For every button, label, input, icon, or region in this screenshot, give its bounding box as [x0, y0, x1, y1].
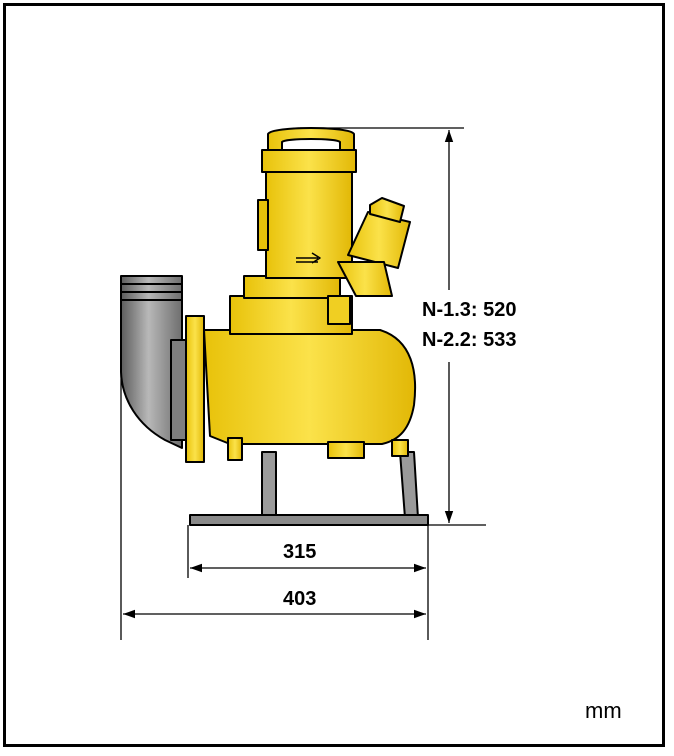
- width-label-403: 403: [283, 588, 316, 610]
- pump-flange: [185, 315, 205, 463]
- width-label-315: 315: [283, 541, 316, 563]
- height-label-n13: N-1.3: 520: [422, 299, 517, 321]
- height-label-n22: N-2.2: 533: [422, 329, 517, 351]
- pump-body: [203, 127, 417, 461]
- pump-illustration: [120, 127, 429, 526]
- unit-label: mm: [585, 698, 622, 723]
- base-stand: [189, 451, 429, 526]
- outlet-elbow: [120, 275, 183, 449]
- flow-direction-mark: [296, 252, 321, 264]
- dimension-lines: [120, 127, 486, 640]
